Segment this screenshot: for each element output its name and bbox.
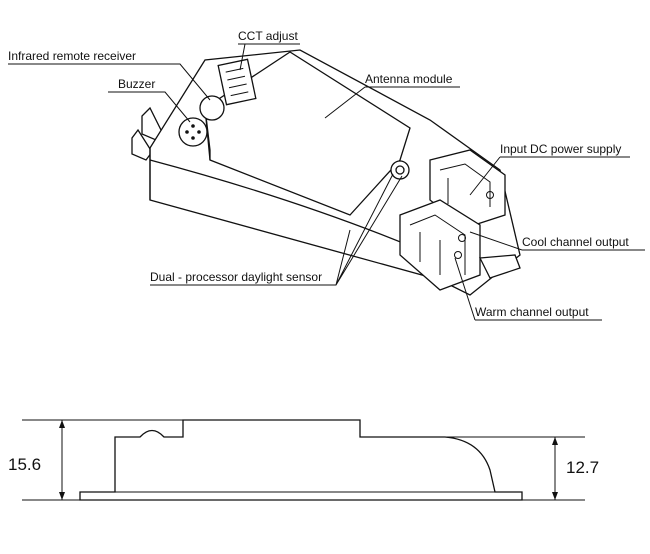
label-antenna: Antenna module xyxy=(365,72,453,86)
label-infrared: Infrared remote receiver xyxy=(8,49,136,63)
buzzer xyxy=(178,117,208,147)
left-mounting-tab xyxy=(141,106,163,141)
device-side-view: 15.6 12.7 xyxy=(8,419,599,501)
infrared-receiver xyxy=(199,95,225,121)
label-daylight: Dual - processor daylight sensor xyxy=(150,270,322,284)
cct-switch xyxy=(217,58,257,106)
dimension-body-height: 12.7 xyxy=(566,458,599,477)
label-warm: Warm channel output xyxy=(475,305,589,319)
callouts: CCT adjust Infrared remote receiver Buzz… xyxy=(8,29,645,321)
dimension-total-height: 15.6 xyxy=(8,455,41,474)
label-cct-adjust: CCT adjust xyxy=(238,29,298,43)
device-isometric xyxy=(131,49,521,296)
right-mounting-tab xyxy=(478,254,521,279)
label-input-dc: Input DC power supply xyxy=(500,142,621,156)
label-cool: Cool channel output xyxy=(522,235,629,249)
label-buzzer: Buzzer xyxy=(118,77,155,91)
